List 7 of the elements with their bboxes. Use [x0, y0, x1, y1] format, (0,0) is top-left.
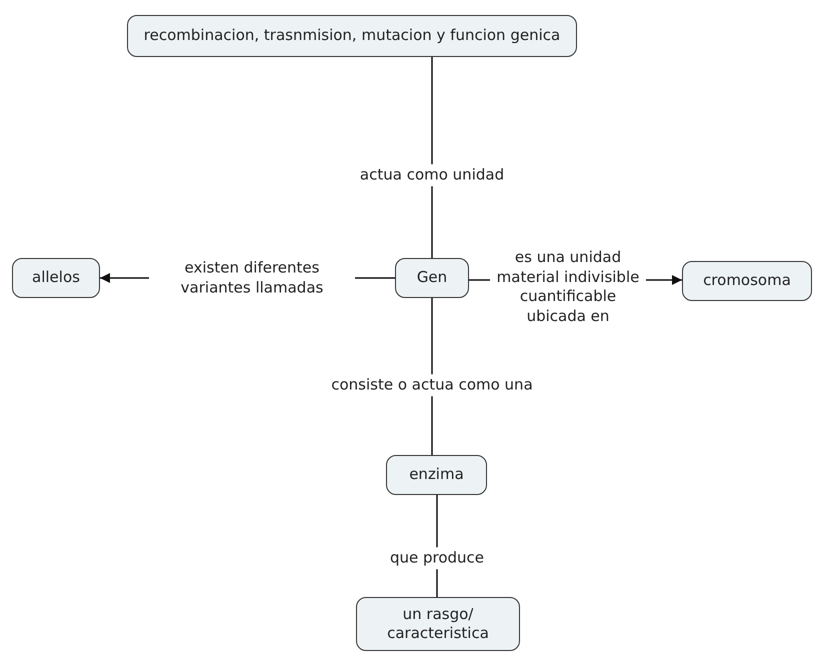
concept-box: recombinacion, trasnmision, mutacion y funcion genica [127, 15, 577, 57]
connector-line [431, 57, 433, 258]
concept-box: cromosoma [682, 261, 812, 301]
concept-box: un rasgo/ caracteristica [356, 597, 520, 651]
concept-box: enzima [386, 455, 487, 495]
concept-box: Gen [395, 258, 469, 298]
concept-box: allelos [12, 258, 100, 298]
